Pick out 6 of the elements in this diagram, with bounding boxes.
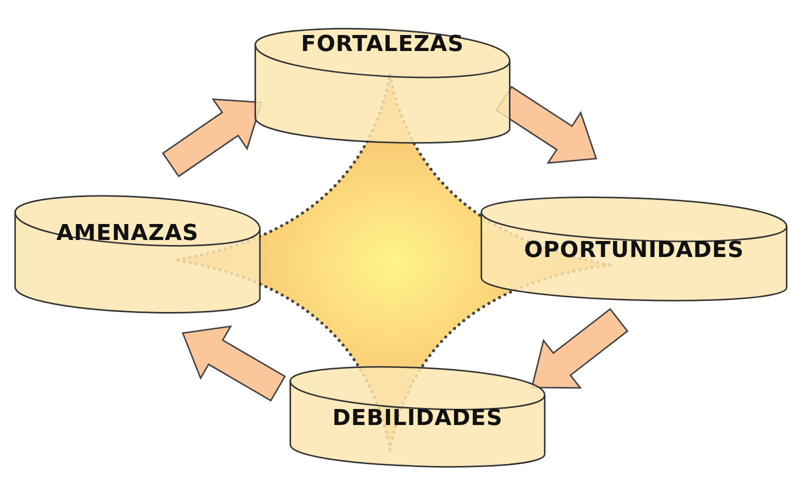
- block-arrow: [182, 325, 286, 402]
- band-label: AMENAZAS: [56, 220, 199, 246]
- band-label: FORTALEZAS: [301, 32, 464, 57]
- block-arrow: [530, 308, 628, 389]
- band-label: OPORTUNIDADES: [524, 238, 744, 262]
- band-label: DEBILIDADES: [332, 406, 503, 430]
